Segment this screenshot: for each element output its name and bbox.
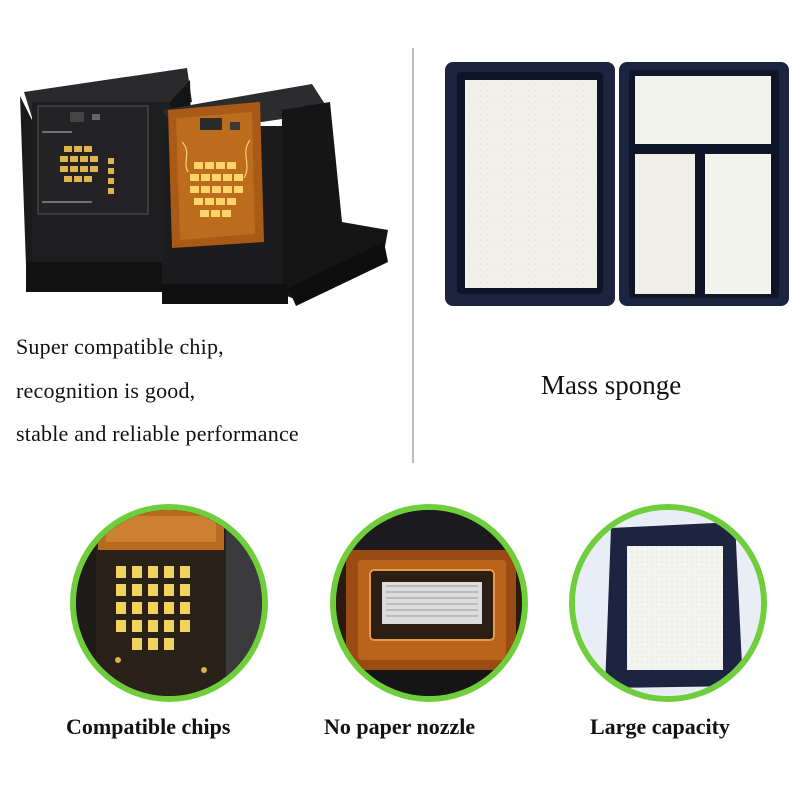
no-paper-nozzle-label: No paper nozzle <box>324 714 476 739</box>
chip-caption-line-2: recognition is good, <box>16 378 196 403</box>
chip-caption-line-3: stable and reliable performance <box>16 421 299 446</box>
sponge-tray-right <box>619 62 789 306</box>
compatible-chips-label: Compatible chips <box>66 714 231 739</box>
compatible-chips-closeup <box>70 504 268 702</box>
sponge-tray-photo <box>445 62 789 306</box>
cartridge-right <box>162 84 388 306</box>
sponge-tray-left <box>445 62 615 306</box>
large-capacity-closeup <box>569 504 767 702</box>
ink-cartridges-photo <box>20 68 388 306</box>
chip-contacts-image <box>76 510 262 696</box>
no-paper-nozzle-closeup <box>330 504 528 702</box>
chip-caption-line-1: Super compatible chip, <box>16 334 224 359</box>
sponge-compartment-image <box>575 510 761 696</box>
mass-sponge-caption: Mass sponge <box>541 370 682 400</box>
nozzle-image <box>336 510 522 696</box>
large-capacity-label: Large capacity <box>590 714 730 739</box>
vertical-divider <box>412 48 414 463</box>
